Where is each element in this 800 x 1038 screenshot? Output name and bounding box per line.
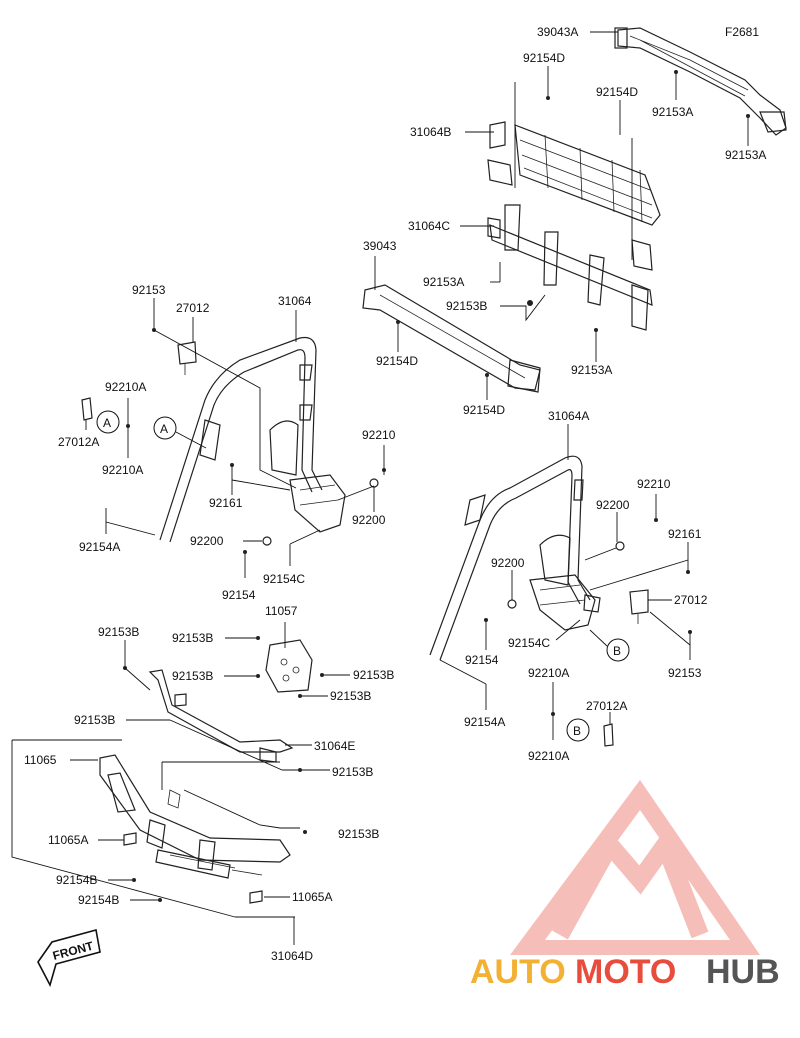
label-92153-2: 92153 [668,666,702,680]
label-27012A-1: 27012A [58,435,99,449]
label-92161-2: 92161 [668,527,702,541]
label-92210-1: 92210 [362,428,396,442]
label-92154A-2: 92154A [464,715,505,729]
label-11065: 11065 [24,753,57,767]
part-11057-plate [265,639,313,693]
callout-A-2 [153,416,177,440]
label-92210A-1: 92210A [105,380,146,394]
label-27012-2: 27012 [674,593,708,607]
label-31064A: 31064A [548,409,589,423]
watermark-text: AUTO MOTO HUB [470,953,780,991]
label-92153-1: 92153 [132,283,166,297]
figure-id: F2681 [725,25,759,39]
callout-A-2-text: A [160,422,168,436]
part-39043A-bar [614,27,787,136]
label-92153A-4: 92153A [571,363,612,377]
label-31064D: 31064D [271,949,313,963]
label-92210-2: 92210 [637,477,671,491]
label-27012-1: 27012 [176,301,210,315]
callout-B-1 [606,638,630,662]
label-31064C: 31064C [408,219,450,233]
callout-A-1 [96,410,120,434]
watermark-auto: AUTO [470,953,566,991]
part-31064D-bumper [11,739,295,918]
label-92200-3: 92200 [596,498,630,512]
label-92153B-1: 92153B [446,299,487,313]
watermark-hub: HUB [706,953,780,991]
washer-92200-4 [507,599,517,609]
label-92154D-4: 92154D [463,403,505,417]
label-92153B-6: 92153B [330,689,371,703]
label-92153B-9: 92153B [338,827,379,841]
label-92153B-5: 92153B [353,668,394,682]
label-92154B-2: 92154B [78,893,119,907]
watermark-m-glyph [552,826,709,940]
label-27012A-2: 27012A [586,699,627,713]
label-92154C-2: 92154C [508,636,550,650]
label-92154-1: 92154 [222,588,256,602]
washer-92200-3 [615,541,625,551]
label-92154D-3: 92154D [376,354,418,368]
label-92200-2: 92200 [190,534,224,548]
washer-92200-1 [369,478,379,488]
label-92154A-1: 92154A [79,540,120,554]
callout-B-2-text: B [573,724,581,738]
callout-A-1-text: A [103,416,111,430]
part-31064E-brace [148,669,294,763]
label-92200-4: 92200 [491,556,525,570]
label-92153A-2: 92153A [725,148,766,162]
label-92153A-1: 92153A [652,105,693,119]
label-92210A-3: 92210A [528,666,569,680]
label-92154-2: 92154 [465,653,499,667]
label-92154D-1: 92154D [523,51,565,65]
label-92153B-2: 92153B [98,625,139,639]
watermark-moto: MOTO [575,953,676,991]
front-arrow-icon: FRONT [37,928,101,988]
label-92153B-4: 92153B [172,669,213,683]
label-92200-1: 92200 [352,513,386,527]
part-31064-rollbar [159,336,346,543]
label-92153A-3: 92153A [423,275,464,289]
label-92153B-7: 92153B [74,713,115,727]
part-31064A-rollbar [429,455,601,661]
part-31064C-frame [487,204,653,331]
part-27012-clip-2 [629,589,649,624]
watermark-logo [510,780,760,955]
label-39043: 39043 [363,239,397,253]
label-92154B-1: 92154B [56,873,97,887]
part-39043-crossbar [362,284,541,393]
label-92153B-8: 92153B [332,765,373,779]
label-31064B: 31064B [410,125,451,139]
callout-B-1-text: B [613,644,621,658]
label-31064E: 31064E [314,739,355,753]
part-27012-clip [177,341,197,375]
part-31064B-rack [487,121,661,271]
callout-B-2 [566,718,590,742]
label-92153B-3: 92153B [172,631,213,645]
washer-92200-2 [262,536,272,546]
label-31064: 31064 [278,294,312,308]
label-92210A-4: 92210A [528,749,569,763]
label-11057: 11057 [265,604,298,618]
label-92154D-2: 92154D [596,85,638,99]
label-11065A-2: 11065A [292,890,332,904]
label-11065A-1: 11065A [48,833,88,847]
label-39043A: 39043A [537,25,578,39]
label-92210A-2: 92210A [102,463,143,477]
label-92161-1: 92161 [209,496,243,510]
label-92154C-1: 92154C [263,572,305,586]
